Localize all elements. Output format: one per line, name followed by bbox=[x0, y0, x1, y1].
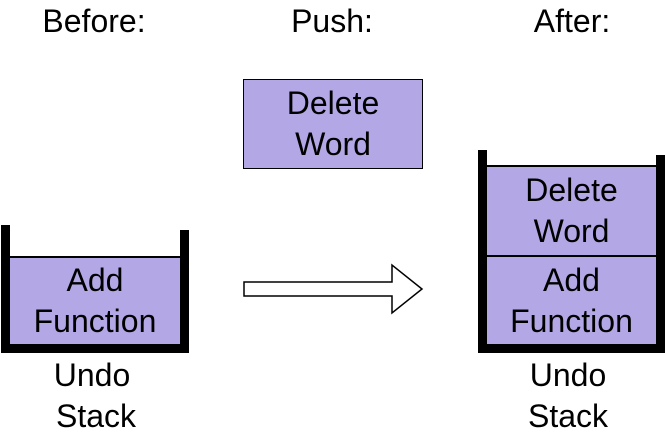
after-item1-line1: Delete bbox=[525, 172, 618, 208]
after-stack-base bbox=[478, 344, 665, 353]
after-stack-item-delete-word: Delete Word bbox=[487, 165, 656, 255]
heading-before: Before: bbox=[42, 3, 146, 39]
after-caption-line2: Stack bbox=[527, 398, 609, 434]
after-stack-caption: Undo Stack bbox=[528, 355, 608, 434]
after-stack-right-wall bbox=[656, 155, 665, 353]
before-stack-left-wall bbox=[1, 225, 10, 353]
before-item-line1: Add bbox=[66, 262, 124, 298]
after-stack-left-wall bbox=[478, 150, 487, 353]
after-item1-line2: Word bbox=[533, 213, 610, 249]
before-stack-base bbox=[1, 344, 189, 353]
after-item2-line1: Add bbox=[543, 261, 600, 298]
after-stack-item-add-function: Add Function bbox=[487, 255, 656, 344]
right-arrow-icon bbox=[243, 263, 424, 315]
before-caption-line1: Undo bbox=[53, 357, 131, 393]
before-stack-caption: Undo Stack bbox=[48, 355, 136, 434]
push-item-line2: Word bbox=[295, 126, 371, 162]
before-stack-right-wall bbox=[180, 230, 189, 353]
push-item-line1: Delete bbox=[286, 85, 380, 121]
heading-push: Push: bbox=[291, 3, 373, 39]
before-item-line2: Function bbox=[33, 303, 157, 339]
after-item2-line2: Function bbox=[510, 302, 633, 339]
push-item-box: Delete Word bbox=[243, 79, 423, 169]
before-caption-line2: Stack bbox=[55, 398, 137, 434]
after-caption-line1: Undo bbox=[529, 357, 607, 393]
heading-after: After: bbox=[533, 3, 611, 39]
before-stack-item-add-function: Add Function bbox=[10, 256, 180, 344]
